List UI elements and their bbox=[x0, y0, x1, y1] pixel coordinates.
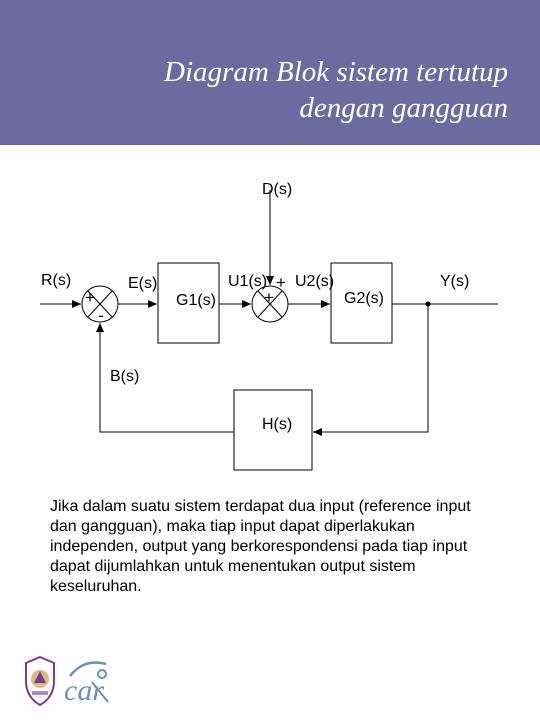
block-h bbox=[233, 389, 313, 471]
label-u2: U2(s) bbox=[295, 273, 334, 290]
header-banner: Diagram Blok sistem tertutup dengan gang… bbox=[0, 0, 540, 145]
feedback-to-h bbox=[313, 304, 429, 436]
label-g2: G2(s) bbox=[344, 290, 384, 307]
label-u1: U1(s) bbox=[228, 273, 267, 290]
label-g1: G1(s) bbox=[176, 292, 216, 309]
summing-junction-1 bbox=[81, 285, 119, 323]
signal-b bbox=[96, 323, 234, 433]
label-e: E(s) bbox=[128, 275, 157, 292]
label-b: B(s) bbox=[110, 368, 139, 385]
sign-sum2-plus-top: + bbox=[276, 273, 286, 292]
label-y: Y(s) bbox=[440, 273, 469, 290]
description-text: Jika dalam suatu sistem terdapat dua inp… bbox=[50, 498, 471, 595]
label-h: H(s) bbox=[262, 416, 292, 433]
university-seal-logo bbox=[25, 655, 55, 707]
title-line-1: Diagram Blok sistem tertutup bbox=[164, 56, 508, 88]
sign-sum1-minus: - bbox=[98, 306, 104, 325]
block-g2 bbox=[330, 262, 393, 344]
page-title: Diagram Blok sistem tertutup dengan gang… bbox=[68, 54, 508, 126]
sign-sum1-plus: + bbox=[85, 288, 95, 307]
label-d: D(s) bbox=[262, 181, 292, 198]
sign-sum2-plus-left: + bbox=[264, 288, 274, 307]
block-diagram: R(s) E(s) G1(s) U1(s) U2(s) G2(s) Y(s) D… bbox=[40, 181, 498, 471]
title-line-2: dengan gangguan bbox=[299, 92, 508, 124]
car-logo: car bbox=[64, 661, 109, 707]
label-r: R(s) bbox=[41, 272, 71, 289]
block-g1 bbox=[157, 262, 220, 344]
